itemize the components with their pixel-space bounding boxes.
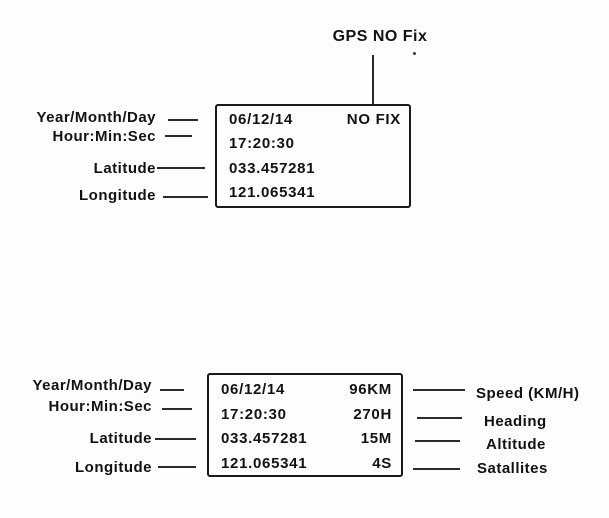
satellites-value: 4S [372,454,392,472]
time-value: 17:20:30 [229,135,295,153]
display-row: 121.065341 [229,185,401,200]
field-label-speed: Speed (KM/H) [476,385,580,402]
field-label-satellites: Satallites [477,460,548,477]
leader-dash [163,196,208,198]
altitude-value: 15M [360,430,392,448]
field-label-heading: Heading [484,413,547,430]
field-label-longitude: Longitude [79,187,156,204]
time-value: 17:20:30 [221,405,287,423]
stray-dot [413,52,416,55]
leader-dash [165,135,192,137]
display-row: 17:20:30 [229,136,401,151]
display-row: 17:20:30 270H [221,407,392,422]
gps-no-fix-callout-label: GPS NO Fix [332,28,428,45]
display-row: 06/12/14 96KM [221,382,392,397]
display-row: 06/12/14 NO FIX [229,112,401,127]
leader-dash [417,417,462,419]
field-label-year-month-day: Year/Month/Day [36,109,156,126]
latitude-value: 033.457281 [221,430,308,448]
date-value: 06/12/14 [229,111,293,128]
field-label-latitude: Latitude [93,160,156,177]
field-label-latitude: Latitude [89,430,152,447]
display-row: 121.065341 4S [221,456,392,471]
leader-dash [162,408,192,410]
longitude-value: 121.065341 [229,183,316,201]
field-label-hour-min-sec: Hour:Min:Sec [52,128,156,145]
leader-dash [158,466,196,468]
latitude-value: 033.457281 [229,159,316,177]
date-value: 06/12/14 [221,381,285,398]
field-label-longitude: Longitude [75,459,152,476]
fix-status-value: NO FIX [346,111,401,128]
leader-dash [168,119,198,121]
leader-dash [415,440,460,442]
callout-leader-line [372,55,374,104]
heading-value: 270H [353,405,392,423]
gps-fixed-screen: 06/12/14 96KM 17:20:30 270H 033.457281 1… [207,373,403,477]
display-row: 033.457281 [229,161,401,176]
leader-dash [157,167,205,169]
gps-no-fix-screen: 06/12/14 NO FIX 17:20:30 033.457281 121.… [215,104,411,208]
display-row: 033.457281 15M [221,431,392,446]
leader-dash [413,389,465,391]
field-label-altitude: Altitude [486,436,546,453]
leader-dash [160,389,184,391]
longitude-value: 121.065341 [221,454,308,472]
field-label-hour-min-sec: Hour:Min:Sec [48,398,152,415]
field-label-year-month-day: Year/Month/Day [32,377,152,394]
leader-dash [413,468,460,470]
speed-value: 96KM [349,381,392,398]
leader-dash [155,438,196,440]
